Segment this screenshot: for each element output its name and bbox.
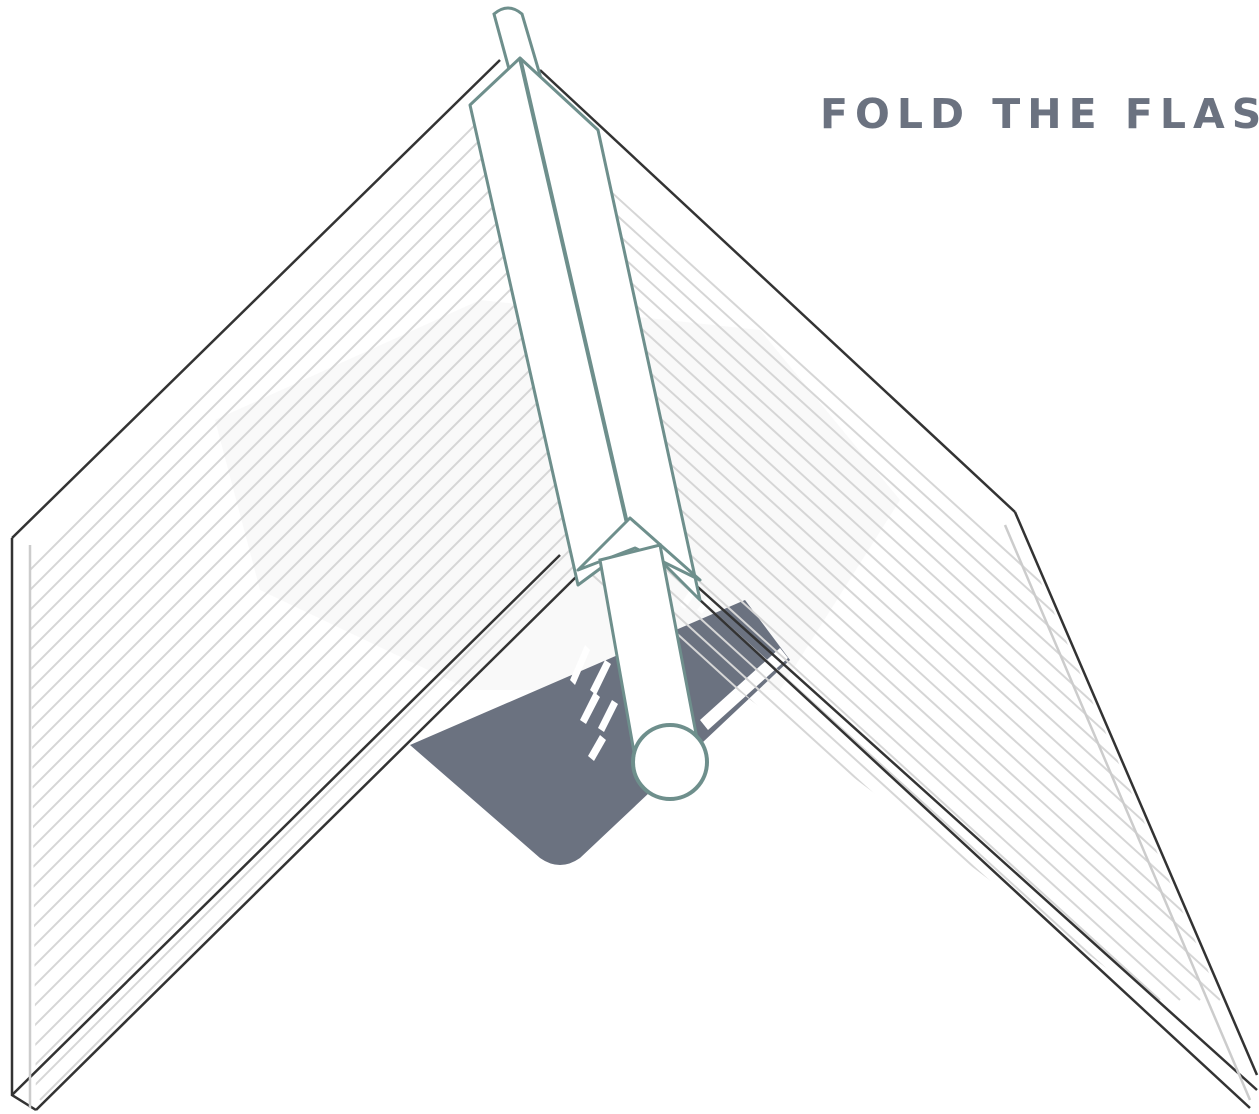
fold-rod-icon: [468, 6, 709, 801]
instruction-title: FOLD THE FLAS: [820, 90, 1259, 138]
drop-shadow-shape: [410, 590, 790, 865]
